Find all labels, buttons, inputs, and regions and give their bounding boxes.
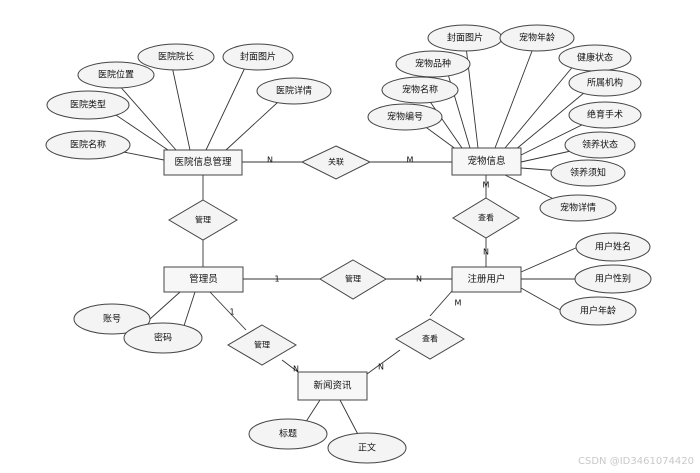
attribute-admin-password: 密码 — [123, 322, 203, 354]
svg-text:正文: 正文 — [358, 442, 376, 454]
svg-text:领养状态: 领养状态 — [582, 139, 618, 151]
attribute-hospital-director: 医院院长 — [137, 43, 215, 71]
relationship-user-news-label: 查看 — [422, 334, 438, 344]
svg-text:宠物年龄: 宠物年龄 — [519, 32, 555, 44]
hospital-attributes: 医院名称 医院类型 医院位置 医院院长 封面图片 医院详情 — [45, 43, 332, 160]
attribute-hospital-detail: 医院详情 — [256, 77, 332, 105]
relationship-admin-user: 管理 — [319, 259, 387, 300]
svg-text:医院院长: 医院院长 — [158, 51, 194, 63]
relationship-user-pet-label: 查看 — [478, 213, 494, 223]
svg-text:宠物详情: 宠物详情 — [560, 202, 596, 214]
relationship-admin-hospital-label: 管理 — [195, 215, 211, 225]
attribute-pet-adoption-status: 领养状态 — [564, 131, 636, 159]
attribute-news-body: 正文 — [327, 432, 407, 464]
svg-text:领养须知: 领养须知 — [570, 167, 606, 179]
svg-text:封面图片: 封面图片 — [447, 32, 483, 44]
attribute-pet-name: 宠物名称 — [381, 76, 459, 104]
attribute-user-name: 用户姓名 — [575, 232, 651, 262]
user-attributes: 用户姓名 用户性别 用户年龄 — [559, 232, 652, 326]
svg-text:宠物名称: 宠物名称 — [402, 84, 438, 96]
attribute-news-title: 标题 — [248, 418, 328, 450]
attribute-pet-sterilization: 绝育手术 — [568, 101, 642, 129]
attribute-hospital-location: 医院位置 — [77, 61, 155, 89]
svg-text:医院位置: 医院位置 — [98, 69, 134, 81]
attribute-pet-age: 宠物年龄 — [499, 24, 575, 52]
entity-hospital: 医院信息管理 — [163, 149, 243, 176]
entity-news-label: 新闻资讯 — [313, 380, 352, 392]
svg-text:健康状态: 健康状态 — [577, 52, 613, 64]
svg-text:宠物品种: 宠物品种 — [415, 58, 451, 70]
svg-text:用户姓名: 用户姓名 — [595, 241, 631, 253]
cardinality-user-news-top: M — [455, 299, 462, 308]
watermark: CSDN @ID3461074420 — [578, 456, 694, 467]
entity-user-label: 注册用户 — [467, 273, 505, 285]
svg-text:所属机构: 所属机构 — [587, 77, 623, 89]
attribute-user-gender: 用户性别 — [574, 264, 652, 294]
attribute-hospital-type: 医院类型 — [46, 90, 130, 120]
attribute-user-age: 用户年龄 — [559, 296, 637, 326]
svg-text:宠物编号: 宠物编号 — [387, 111, 423, 123]
svg-text:医院名称: 医院名称 — [70, 139, 106, 151]
entity-pet-label: 宠物信息 — [467, 155, 505, 167]
attribute-pet-organization: 所属机构 — [568, 69, 642, 97]
relationship-user-pet: 查看 — [452, 197, 520, 239]
relationship-admin-news: 管理 — [227, 324, 297, 366]
news-attributes: 标题 正文 — [248, 418, 407, 464]
svg-text:标题: 标题 — [279, 428, 297, 440]
cardinality-admin-user-left: 1 — [274, 275, 279, 284]
cardinality-admin-news-top: 1 — [229, 308, 234, 317]
entity-news: 新闻资讯 — [297, 371, 368, 401]
admin-attributes: 账号 密码 — [73, 303, 203, 354]
relationship-hospital-pet: 关联 — [300, 145, 372, 180]
entity-hospital-label: 医院信息管理 — [174, 156, 232, 168]
svg-text:密码: 密码 — [154, 332, 172, 344]
cardinality-pet-user-bottom: N — [483, 248, 489, 257]
pet-attributes: 封面图片 宠物年龄 宠物品种 健康状态 宠物名称 所属机构 宠物编号 绝育手术 — [367, 24, 642, 222]
entity-pet: 宠物信息 — [451, 147, 522, 176]
entity-admin-label: 管理员 — [189, 273, 218, 285]
entity-admin: 管理员 — [163, 266, 244, 293]
attribute-admin-account: 账号 — [73, 303, 151, 335]
attribute-hospital-cover: 封面图片 — [222, 43, 294, 71]
attribute-pet-breed: 宠物品种 — [395, 50, 471, 78]
cardinality-admin-user-right: N — [416, 275, 422, 284]
relationship-admin-news-label: 管理 — [254, 340, 270, 350]
attribute-pet-detail: 宠物详情 — [539, 194, 617, 222]
attribute-pet-adoption-notice: 领养须知 — [550, 159, 626, 187]
svg-text:账号: 账号 — [103, 314, 121, 325]
relationship-admin-user-label: 管理 — [345, 274, 361, 284]
svg-text:用户年龄: 用户年龄 — [580, 305, 616, 317]
attribute-pet-number: 宠物编号 — [367, 103, 443, 131]
relationship-hospital-pet-label: 关联 — [328, 157, 344, 167]
relationship-user-news: 查看 — [395, 318, 465, 360]
cardinality-labels: N M M N 1 N 1 N M N — [229, 156, 489, 374]
entity-user: 注册用户 — [451, 266, 522, 293]
cardinality-user-news-bottom: N — [378, 363, 384, 372]
attribute-pet-cover: 封面图片 — [427, 24, 503, 52]
cardinality-hospital-pet-right: M — [407, 156, 414, 165]
cardinality-admin-news-bottom: N — [293, 365, 299, 374]
svg-text:医院类型: 医院类型 — [70, 99, 106, 111]
cardinality-hospital-pet-left: N — [267, 156, 273, 165]
svg-text:医院详情: 医院详情 — [276, 85, 312, 97]
svg-text:封面图片: 封面图片 — [240, 51, 276, 63]
attribute-pet-health: 健康状态 — [558, 44, 632, 72]
relationship-admin-hospital: 管理 — [168, 199, 238, 241]
svg-text:绝育手术: 绝育手术 — [587, 109, 623, 121]
attribute-hospital-name: 医院名称 — [45, 130, 131, 160]
cardinality-pet-user-top: M — [483, 181, 490, 190]
svg-text:用户性别: 用户性别 — [595, 273, 631, 285]
